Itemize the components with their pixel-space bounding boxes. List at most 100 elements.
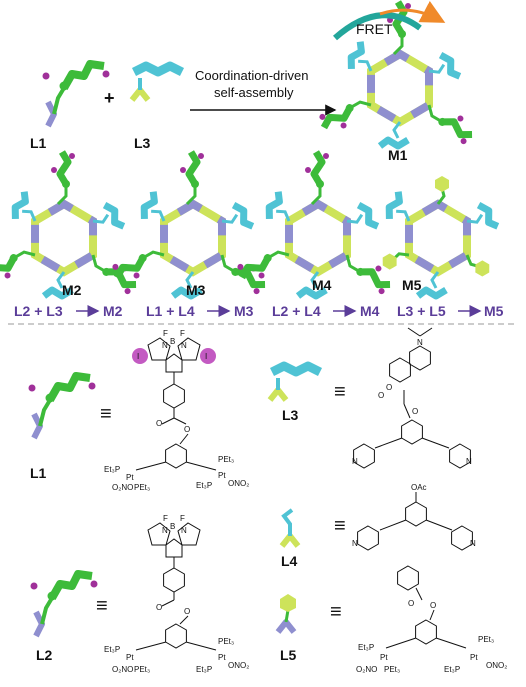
metallacycle-m5: [377, 174, 498, 296]
l4-pyridine-n-right: N: [470, 539, 476, 548]
equiv-l1: ≡: [100, 403, 112, 425]
equation-2-product: M3: [234, 303, 254, 319]
equation-1-product: M2: [103, 303, 123, 319]
metallacycle-m4: [235, 152, 395, 296]
label-m2: M2: [62, 282, 82, 298]
equiv-l4: ≡: [334, 515, 346, 537]
l5-ono2-right: ONO₂: [486, 661, 507, 670]
structure-l5: O O Et₃P Pt O₂NO PEt₃ PEt₃ Pt ONO₂ Et₃P: [356, 565, 507, 674]
equation-3: L2 + L4 M4: [272, 303, 380, 319]
l1-et3p-right: Et₃P: [196, 481, 212, 490]
l3-pyridine-n-left: N: [352, 457, 358, 466]
l2-et3p-left: Et₃P: [104, 645, 120, 654]
l3-amine-n: N: [417, 338, 423, 347]
l5-carbonyl-o: O: [408, 599, 414, 608]
l5-ester-o: O: [430, 601, 436, 610]
l2-pet3-right: PEt₃: [218, 637, 234, 646]
l3-ester-o: O: [412, 407, 418, 416]
l2-n-left: N: [162, 526, 168, 535]
l2-fluorine-1: F: [163, 514, 168, 523]
ligand-l5-cartoon: [275, 619, 297, 634]
label-m3: M3: [186, 282, 206, 298]
iodine-right-icon: [200, 348, 216, 364]
iodine-right-label: I: [205, 352, 207, 361]
l1-pet3-left: PEt₃: [134, 483, 150, 492]
l2-o2no-left: O₂NO: [112, 665, 133, 674]
ligand-l3-cartoon-bottom: [270, 366, 320, 400]
label-m5: M5: [402, 277, 422, 293]
l1-fluorine-1: F: [163, 329, 168, 338]
l5-pet3-left: PEt₃: [384, 665, 400, 674]
iodine-left-label: I: [137, 352, 139, 361]
l3-ring-o: O: [386, 383, 392, 392]
equation-3-reactants: L2 + L4: [272, 303, 321, 319]
structure-l1: I I N N B F F O O Et₃P Pt O₂NO PEt₃ PEt₃…: [104, 329, 249, 492]
l2-n-right: N: [181, 526, 187, 535]
fret-arc-orange: [379, 0, 446, 23]
l1-boron: B: [170, 337, 175, 346]
l1-pet3-right: PEt₃: [218, 455, 234, 464]
equation-4-reactants: L3 + L5: [397, 303, 446, 319]
l5-et3p-left: Et₃P: [358, 643, 374, 652]
l2-boron: B: [170, 522, 175, 531]
fret-arc-teal: [333, 12, 422, 41]
iodine-left-icon: [132, 348, 148, 364]
equation-1-reactants: L2 + L3: [14, 303, 63, 319]
label-m1: M1: [388, 147, 408, 163]
l4-oac: OAc: [411, 483, 427, 492]
l1-o2no-left: O₂NO: [112, 483, 133, 492]
equiv-l2: ≡: [96, 595, 108, 617]
structure-l4: OAc N N: [352, 483, 476, 551]
l5-pet3-right: PEt₃: [478, 635, 494, 644]
arrow-caption-line1: Coordination-driven: [195, 68, 308, 83]
l5-pt-left: Pt: [380, 653, 388, 662]
l2-fluorine-2: F: [180, 514, 185, 523]
equation-4: L3 + L5 M5: [397, 303, 504, 319]
equiv-l5: ≡: [330, 601, 342, 623]
l1-ester-o: O: [184, 425, 190, 434]
equation-4-product: M5: [484, 303, 504, 319]
l1-et3p-left: Et₃P: [104, 465, 120, 474]
l2-pet3-left: PEt₃: [134, 665, 150, 674]
label-l1-top: L1: [30, 135, 47, 151]
l5-et3p-right: Et₃P: [444, 665, 460, 674]
label-l3-top: L3: [134, 135, 151, 151]
plus-sign: +: [104, 88, 115, 108]
label-l1-bottom: L1: [30, 465, 47, 481]
l1-fluorine-2: F: [180, 329, 185, 338]
l3-pyridine-n-right: N: [466, 457, 472, 466]
equation-1: L2 + L3 M2: [14, 303, 123, 319]
l3-lactone-o: O: [378, 391, 384, 400]
l4-pyridine-n-left: N: [352, 539, 358, 548]
l2-pt-left: Pt: [126, 653, 134, 662]
ligand-l1-cartoon-bottom: [29, 376, 96, 438]
ligand-l4-cartoon: [279, 533, 301, 548]
l1-n-right: N: [181, 341, 187, 350]
ligand-l3-cartoon: [132, 66, 182, 100]
l5-pt-right: Pt: [470, 653, 478, 662]
l2-ester-o: O: [184, 607, 190, 616]
label-l3-bottom: L3: [282, 407, 299, 423]
l2-ono2-right: ONO₂: [228, 661, 249, 670]
fret-label: FRET: [356, 21, 393, 37]
ligand-l2-cartoon: [31, 574, 98, 636]
equiv-l3: ≡: [334, 381, 346, 403]
equation-2-reactants: L1 + L4: [146, 303, 195, 319]
structure-l2: N N B F F O O Et₃P Pt O₂NO PEt₃ PEt₃ Pt …: [104, 514, 249, 674]
l2-et3p-right: Et₃P: [196, 665, 212, 674]
label-l5-bottom: L5: [280, 647, 297, 663]
label-l4-bottom: L4: [281, 553, 298, 569]
ligand-l1-cartoon: [43, 64, 110, 126]
l1-carbonyl-o: O: [156, 419, 162, 428]
l1-pt-right: Pt: [218, 471, 226, 480]
equation-2: L1 + L4 M3: [146, 303, 254, 319]
l1-n-left: N: [162, 341, 168, 350]
structure-l3: N O O O N N: [352, 327, 472, 469]
label-l2-bottom: L2: [36, 647, 53, 663]
arrow-caption-line2: self-assembly: [214, 85, 294, 100]
equation-3-product: M4: [360, 303, 380, 319]
metallacycle-m1: [317, 2, 477, 146]
l1-pt-left: Pt: [126, 473, 134, 482]
